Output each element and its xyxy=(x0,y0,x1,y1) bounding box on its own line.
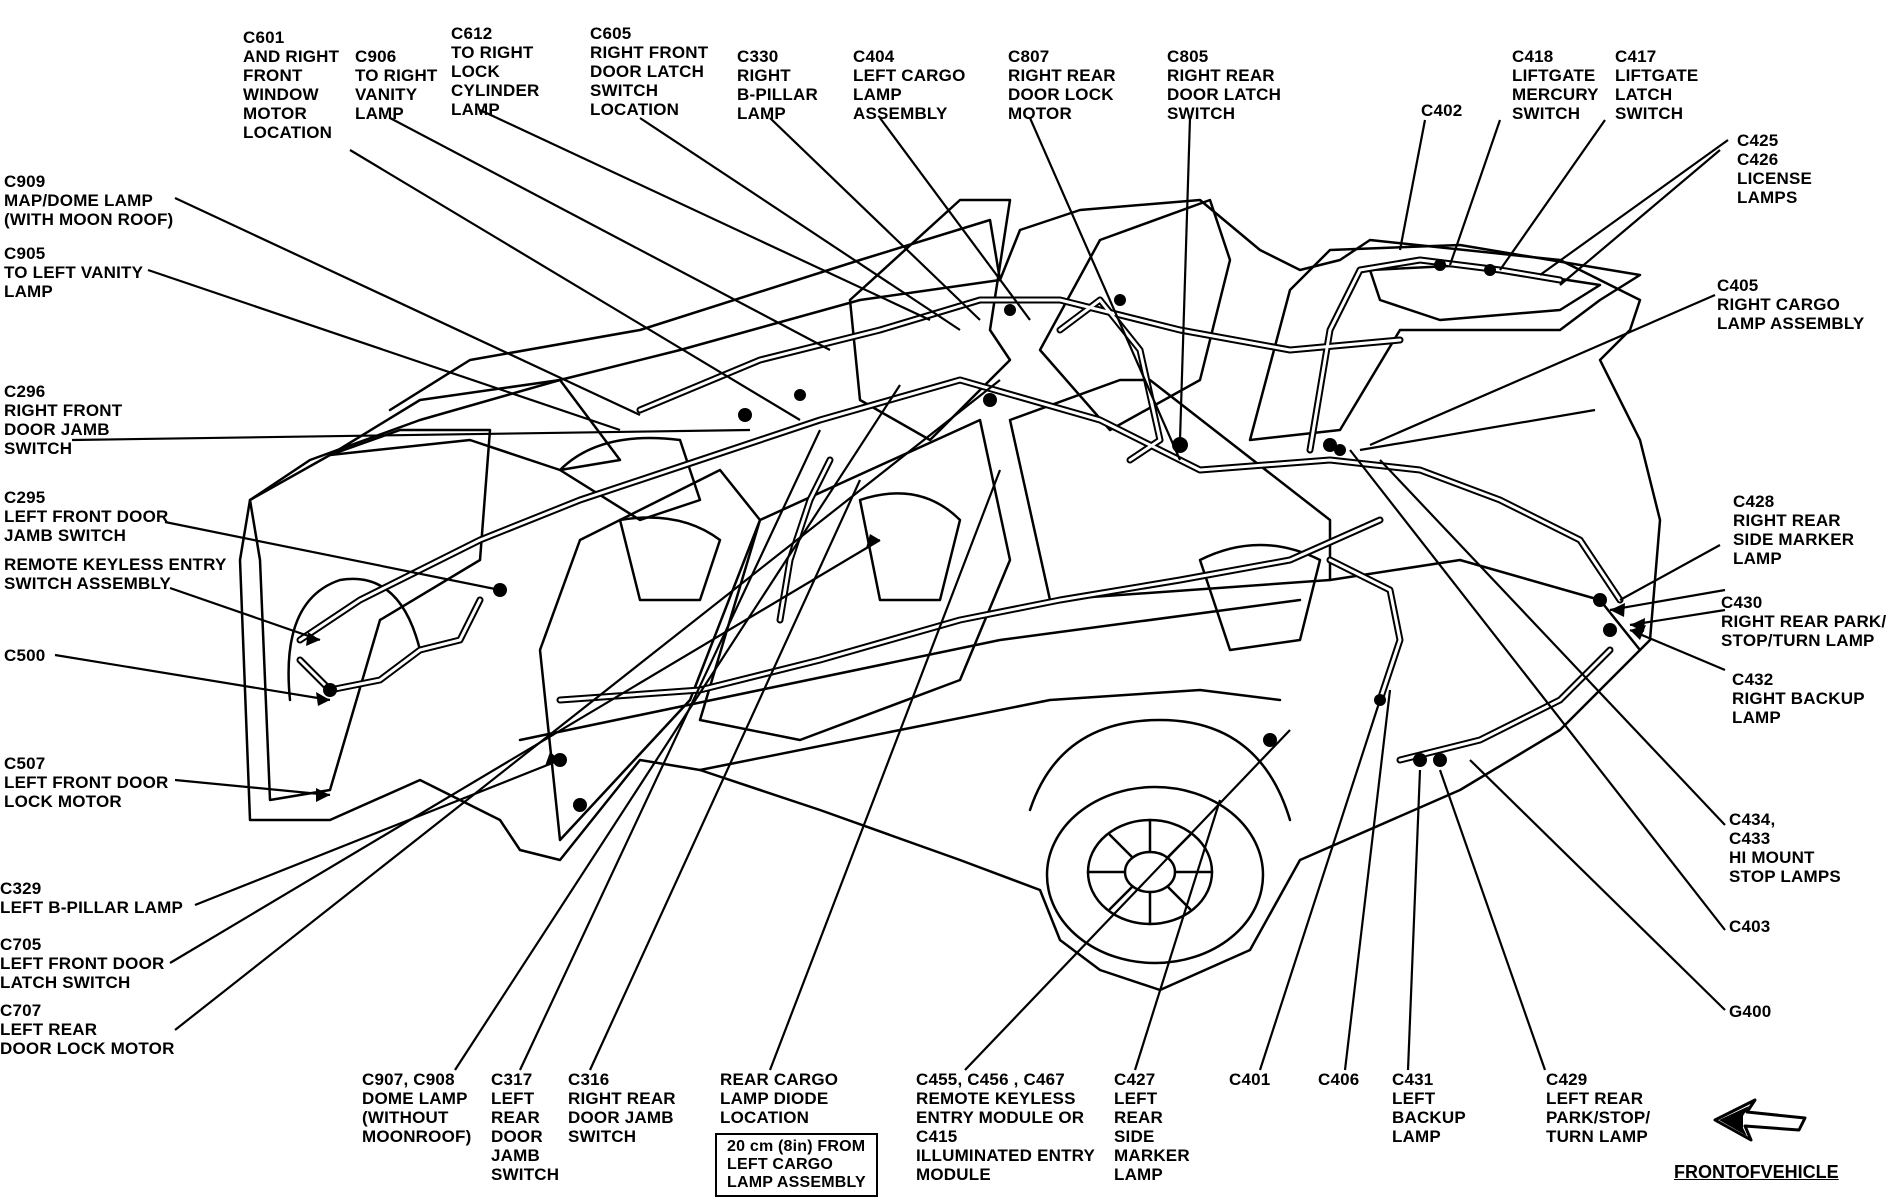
front-of-vehicle-label: FRONTOFVEHICLE xyxy=(1674,1162,1839,1182)
vehicle-body-outline xyxy=(238,198,1662,992)
callout-c406: C406 xyxy=(1318,1070,1360,1089)
connector xyxy=(323,683,337,697)
liftgate-open xyxy=(1248,243,1642,442)
floor-line xyxy=(518,598,1302,742)
callout-c402: C402 xyxy=(1421,101,1463,120)
connector xyxy=(1593,593,1607,607)
rocker-panel xyxy=(698,688,1282,772)
b-pillar xyxy=(538,468,762,842)
front-wheel-arch xyxy=(287,577,422,702)
rear-wheel xyxy=(1045,785,1265,965)
connector xyxy=(1323,438,1337,452)
connector xyxy=(1263,733,1277,747)
connector xyxy=(738,408,752,422)
connector xyxy=(1413,753,1427,767)
callout-c401: C401 xyxy=(1229,1070,1271,1089)
connector xyxy=(1004,304,1016,316)
connector xyxy=(1114,294,1126,306)
right-rear-door-open xyxy=(1038,198,1232,432)
front-arrow-icon xyxy=(1713,1098,1807,1142)
callout-g400: G400 xyxy=(1729,1002,1772,1021)
connector xyxy=(794,389,806,401)
connector xyxy=(1603,623,1617,637)
callout-c403: C403 xyxy=(1729,917,1771,936)
connector xyxy=(983,393,997,407)
connector xyxy=(573,798,587,812)
front-door-opening xyxy=(248,428,492,802)
connector xyxy=(1434,259,1446,271)
rear-quarter xyxy=(1328,558,1642,652)
connector xyxy=(1433,753,1447,767)
wheel-arch xyxy=(1028,718,1292,822)
windshield xyxy=(328,378,622,472)
callout-c500: C500 xyxy=(4,646,46,665)
rear-door-opening xyxy=(698,418,1012,742)
connector xyxy=(1334,444,1346,456)
connector xyxy=(1484,264,1496,276)
roof-line xyxy=(388,218,1002,412)
